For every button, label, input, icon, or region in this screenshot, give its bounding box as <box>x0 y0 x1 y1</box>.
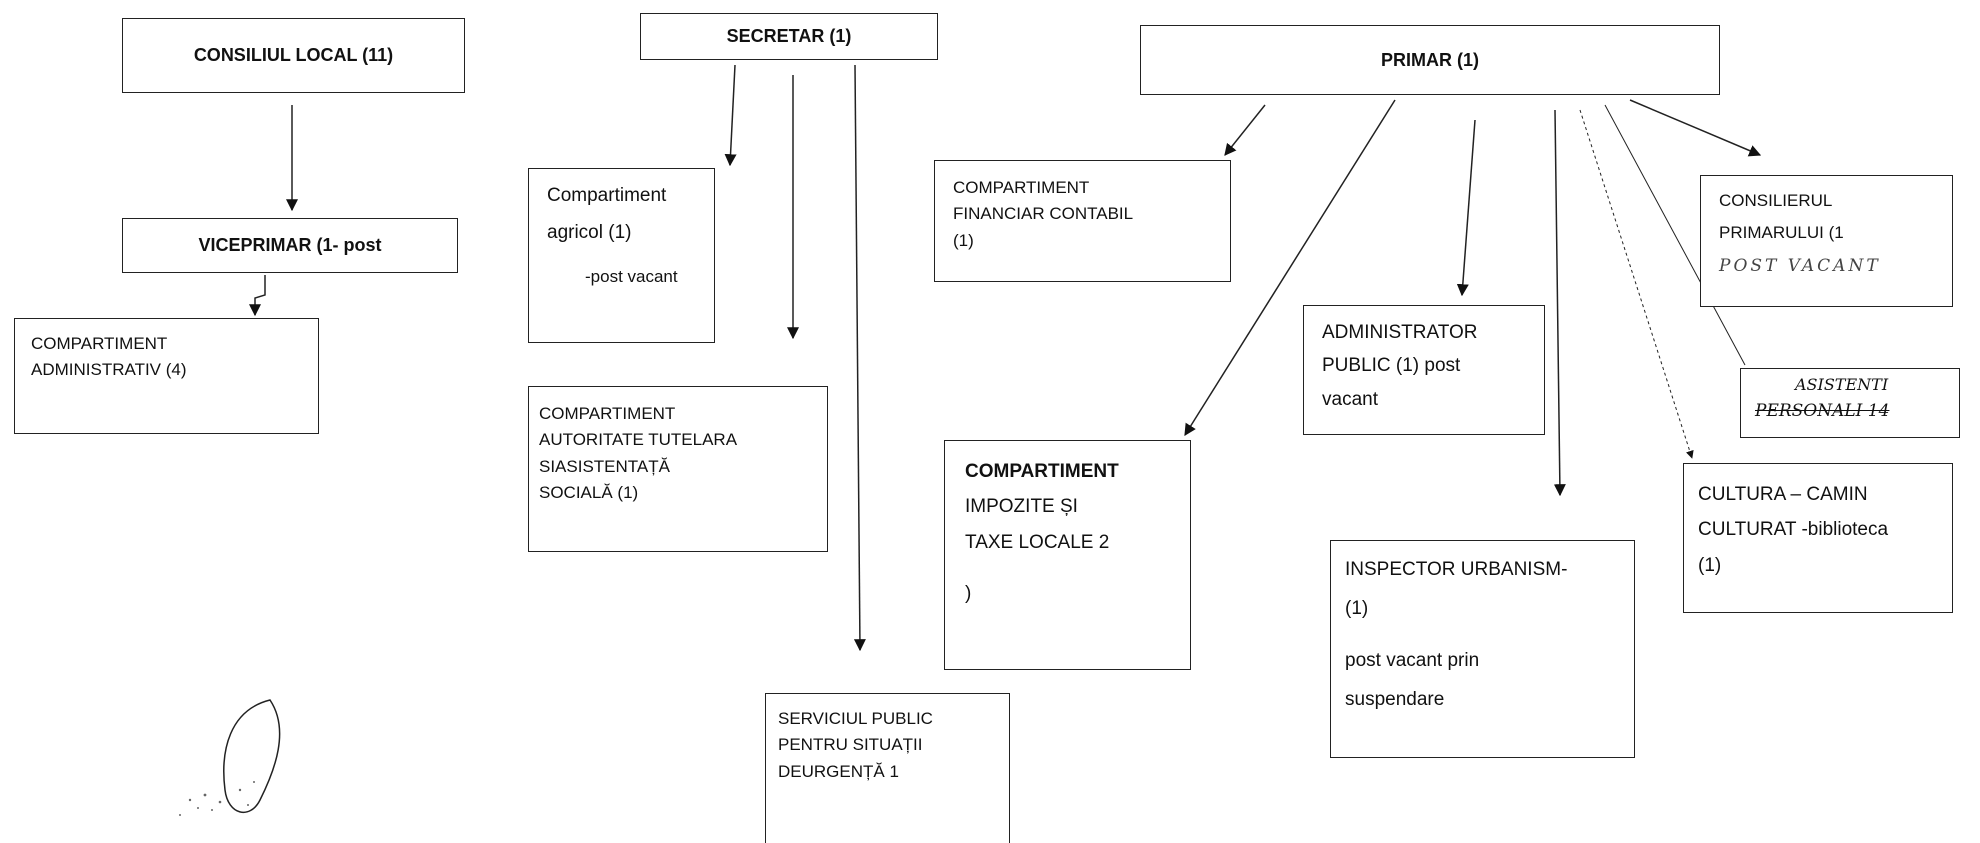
node-secretar: SECRETAR (1) <box>640 13 938 60</box>
node-consilierul-primarului: CONSILIERUL PRIMARULUI (1 POST VACANT <box>1700 175 1953 307</box>
inspector-line-3: post vacant prin <box>1345 649 1480 671</box>
impozite-line-2: IMPOZITE ȘI <box>965 496 1078 518</box>
node-viceprimar: VICEPRIMAR (1- post <box>122 218 458 273</box>
autoritate-line-2: AUTORITATE TUTELARA <box>539 430 738 450</box>
inspector-line-1: INSPECTOR URBANISM- <box>1345 559 1568 580</box>
arrow-primar-administrator <box>1456 119 1476 297</box>
node-inspector-urbanism: INSPECTOR URBANISM- (1) post vacant prin… <box>1330 540 1635 758</box>
node-compartiment-autoritate-tutelara: COMPARTIMENT AUTORITATE TUTELARA SIASIST… <box>528 386 828 552</box>
autoritate-line-4: SOCIALĂ (1) <box>539 483 639 503</box>
financiar-line-3: (1) <box>953 230 974 250</box>
viceprimar-label: VICEPRIMAR (1- post <box>198 235 382 255</box>
impozite-line-1: COMPARTIMENT <box>965 461 1119 482</box>
node-asistenti-personali: ASISTENTI PERSONALI 14 <box>1740 368 1960 438</box>
node-administrator-public: ADMINISTRATOR PUBLIC (1) post vacant <box>1303 305 1545 435</box>
node-compartiment-financiar-contabil: COMPARTIMENT FINANCIAR CONTABIL (1) <box>934 160 1231 282</box>
agricol-line-2: agricol (1) <box>547 222 632 244</box>
arrow-primar-financiar <box>1224 104 1266 156</box>
inspector-line-4: suspendare <box>1345 689 1445 711</box>
arrow-primar-inspector <box>1553 109 1566 497</box>
node-primar: PRIMAR (1) <box>1140 25 1720 95</box>
agricol-line-3: -post vacant <box>585 266 678 286</box>
administrativ-line-1: COMPARTIMENT <box>31 334 168 353</box>
arrow-secretar-serviciu <box>853 64 866 652</box>
arrow-viceprimar-administrativ <box>249 275 266 317</box>
node-consiliul-local: CONSILIUL LOCAL (11) <box>122 18 465 93</box>
administrativ-line-2: ADMINISTRATIV (4) <box>31 360 187 380</box>
administrator-line-1: ADMINISTRATOR <box>1322 322 1478 343</box>
inspector-line-2: (1) <box>1345 598 1369 620</box>
autoritate-line-3: SIASISTENTAȚĂ <box>539 456 670 476</box>
consilier-line-1: CONSILIERUL <box>1719 191 1833 210</box>
administrator-line-2: PUBLIC (1) post <box>1322 355 1461 377</box>
impozite-line-3: TAXE LOCALE 2 <box>965 531 1110 553</box>
serviciu-line-2: PENTRU SITUAȚII <box>778 735 923 755</box>
autoritate-line-1: COMPARTIMENT <box>539 404 676 423</box>
consiliul-local-label: CONSILIUL LOCAL (11) <box>193 45 394 65</box>
serviciu-line-3: DEURGENȚĂ 1 <box>778 761 899 781</box>
cultura-line-3: (1) <box>1698 554 1722 576</box>
consilier-line-3: POST VACANT <box>1719 255 1881 276</box>
node-cultura-camin-cultural: CULTURA – CAMIN CULTURAT -biblioteca (1) <box>1683 463 1953 613</box>
consilier-line-2: PRIMARULUI (1 <box>1719 223 1844 243</box>
cultura-line-2: CULTURAT -biblioteca <box>1698 519 1889 541</box>
node-serviciul-public-situatii-urgenta: SERVICIUL PUBLIC PENTRU SITUAȚII DEURGEN… <box>765 693 1010 843</box>
financiar-line-1: COMPARTIMENT <box>953 178 1090 197</box>
arrow-secretar-agricol <box>724 64 737 167</box>
primar-label: PRIMAR (1) <box>1381 49 1479 70</box>
cultura-line-1: CULTURA – CAMIN <box>1698 484 1868 505</box>
financiar-line-2: FINANCIAR CONTABIL <box>953 204 1134 224</box>
agricol-line-1: Compartiment <box>547 185 667 206</box>
node-compartiment-impozite-taxe: COMPARTIMENT IMPOZITE ȘI TAXE LOCALE 2 ) <box>944 440 1191 670</box>
signature-scribble <box>179 699 281 816</box>
arrow-primar-cultura <box>1579 109 1694 459</box>
impozite-line-4: ) <box>965 583 972 605</box>
serviciu-line-1: SERVICIUL PUBLIC <box>778 709 933 728</box>
node-compartiment-agricol: Compartiment agricol (1) -post vacant <box>528 168 715 343</box>
asistenti-line-1: ASISTENTI <box>1795 375 1889 394</box>
administrator-line-3: vacant <box>1322 388 1378 410</box>
node-compartiment-administrativ: COMPARTIMENT ADMINISTRATIV (4) <box>14 318 319 434</box>
secretar-label: SECRETAR (1) <box>726 26 852 46</box>
arrow-primar-consilier <box>1629 99 1762 157</box>
asistenti-line-2: PERSONALI 14 <box>1755 400 1890 421</box>
